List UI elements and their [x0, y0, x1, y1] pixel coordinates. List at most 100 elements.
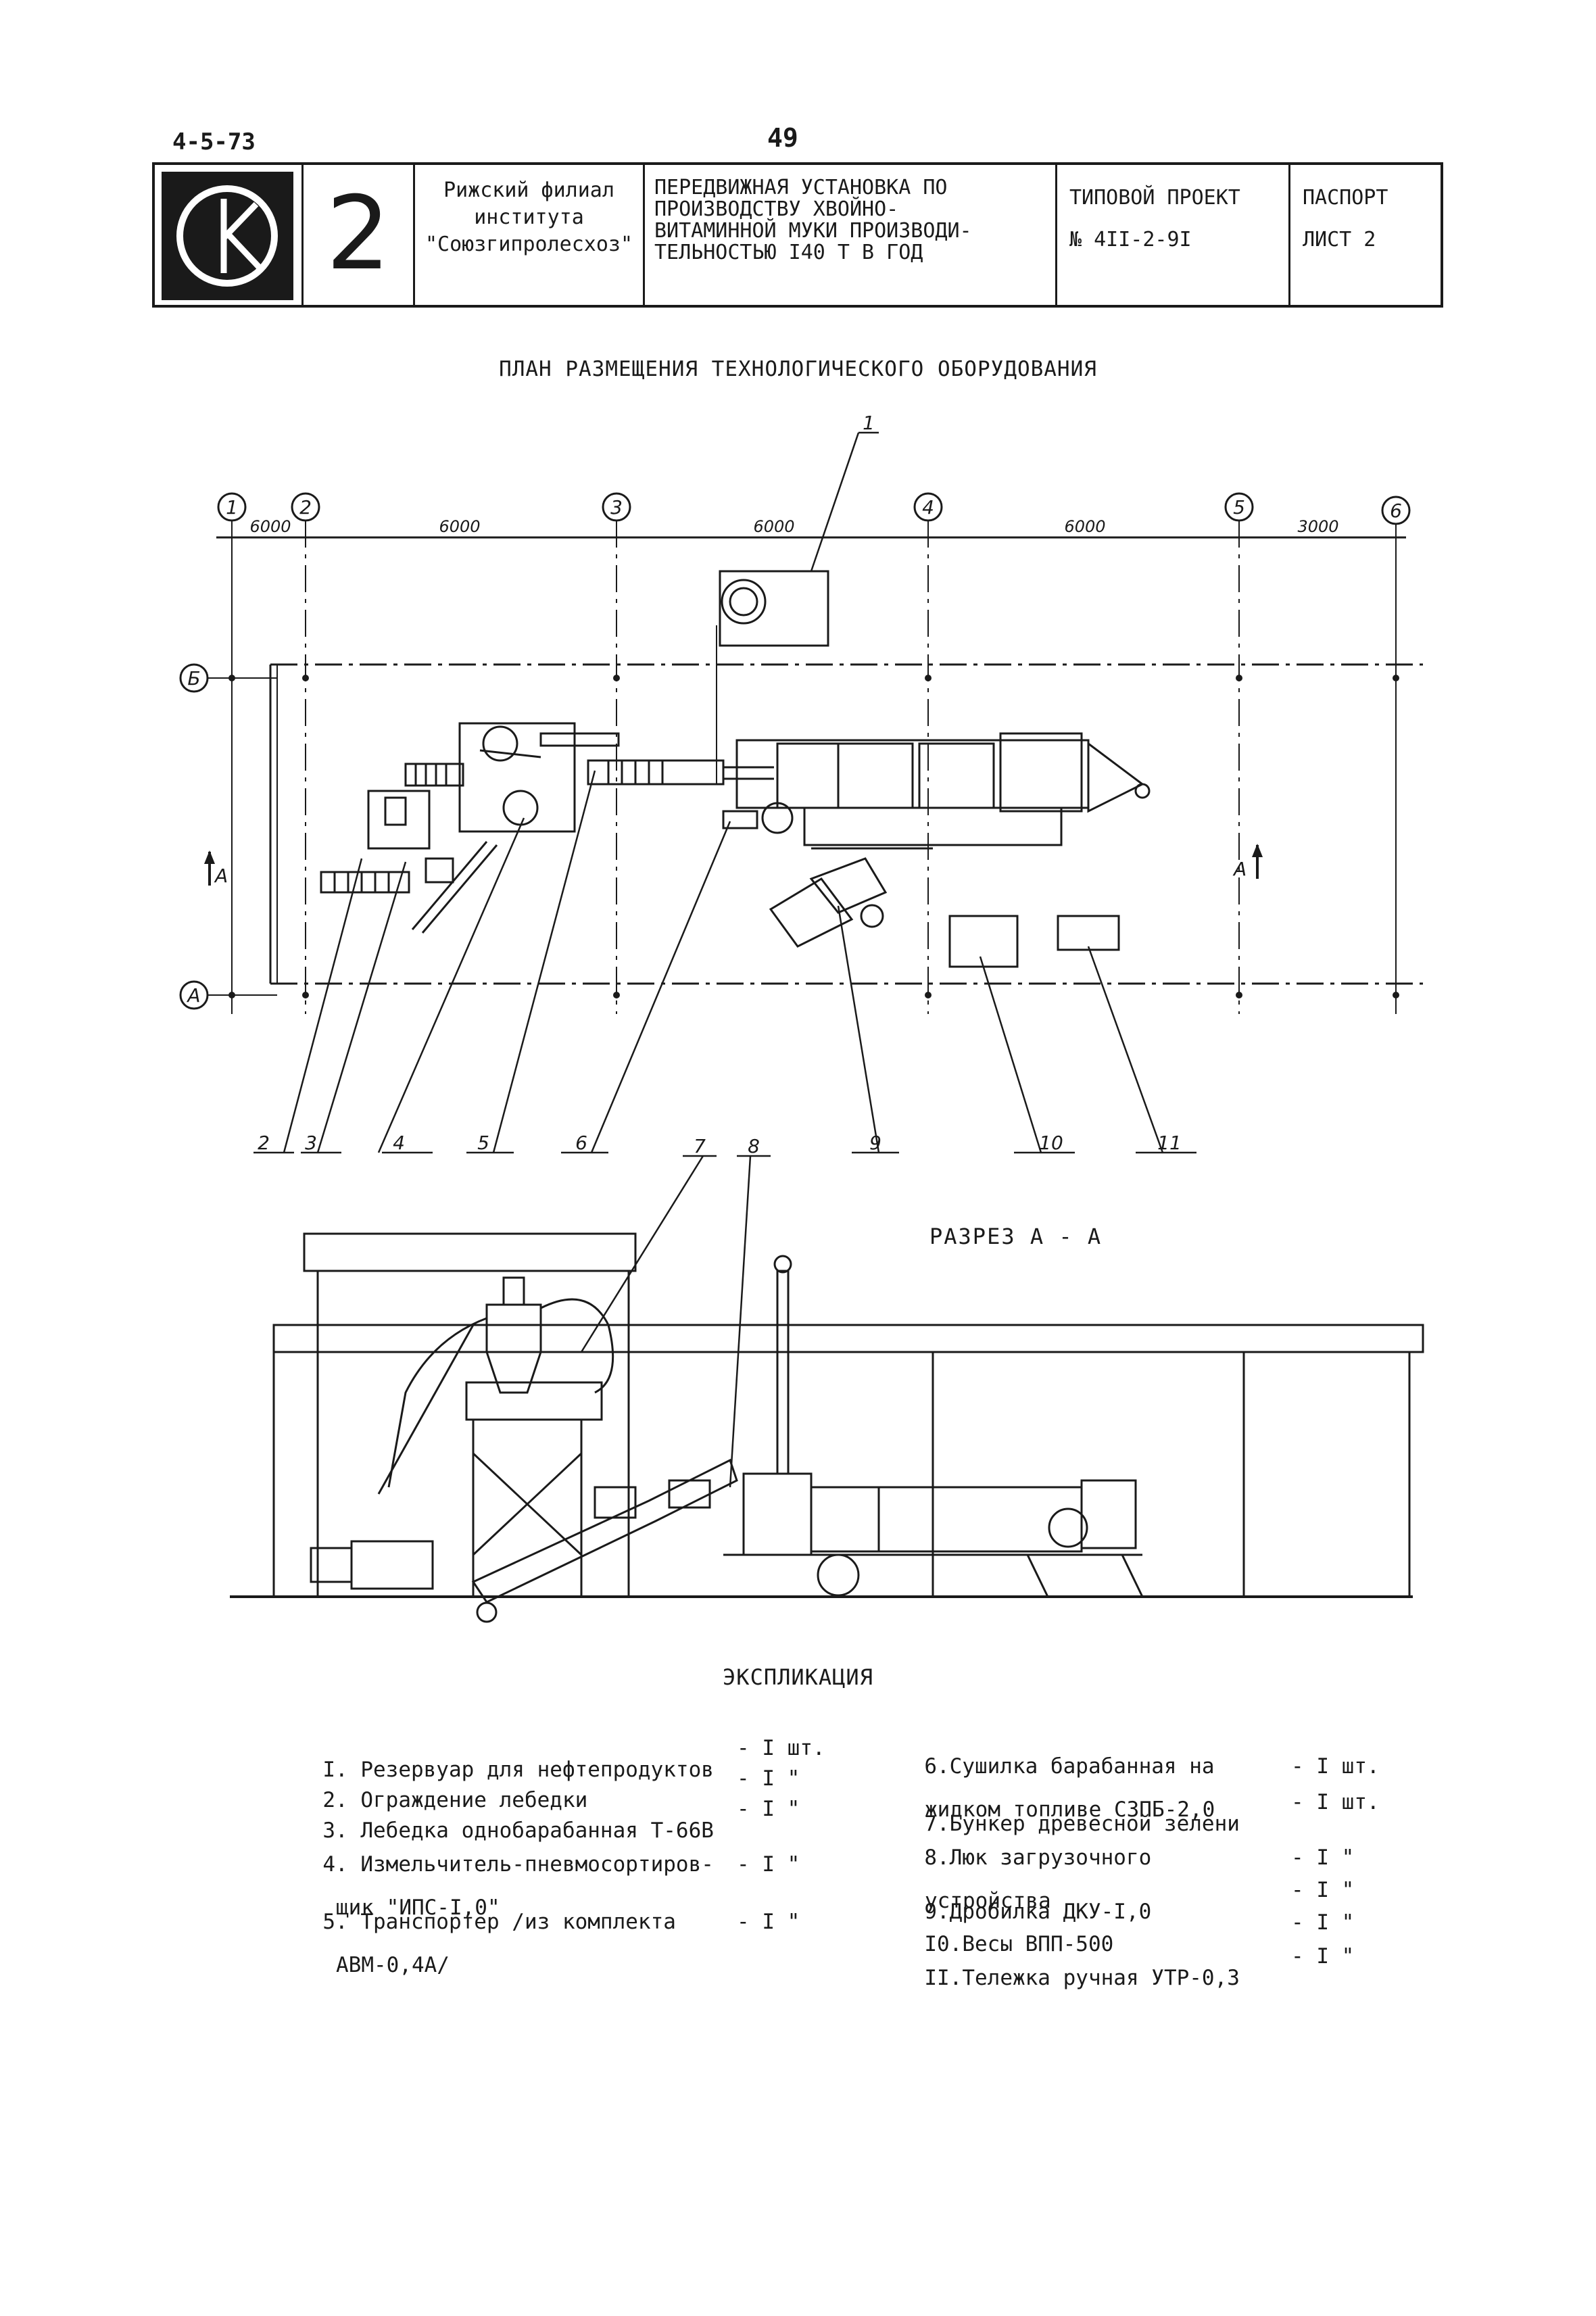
item-qty: - I шт. [737, 1736, 825, 1760]
page-number: 49 [767, 123, 798, 153]
item-text: щик "ИПС-I,0" [336, 1896, 500, 1920]
title-line: ВИТАМИННОЙ МУКИ ПРОИЗВОДИ- [654, 219, 972, 243]
ck-logo-icon [176, 185, 278, 287]
span-dimension: 6000 [439, 517, 480, 536]
organization-line: института [474, 206, 584, 229]
axis-label-x: 5 [1233, 496, 1245, 518]
axis-label-x: 4 [922, 496, 934, 518]
axis-label-x: 1 [226, 496, 238, 518]
title-line: ПРОИЗВОДСТВУ ХВОЙНО- [654, 197, 899, 221]
item-number: I0. [924, 1932, 963, 1956]
section-title: РАЗРЕЗ А - А [929, 1224, 1103, 1249]
item-text: Транспортер /из комплекта [360, 1910, 676, 1934]
axis-markers-top [217, 492, 1411, 525]
explication-item: 7.Бункер древесной зелени - I шт. [899, 1791, 1379, 1856]
span-dimension: 6000 [1064, 517, 1105, 536]
doc-type: ПАСПОРТ [1303, 186, 1388, 210]
item-number: II. [924, 1966, 963, 1990]
passport-cell: ПАСПОРТ ЛИСТ 2 [1290, 165, 1443, 305]
item-text: АВМ-0,4А/ [336, 1953, 450, 1977]
section-mark: А [214, 865, 228, 887]
item-number: 9. [924, 1900, 950, 1924]
title-line: ПЕРЕДВИЖНАЯ УСТАНОВКА ПО [654, 176, 948, 199]
item-text: Измельчитель-пневмосортиров- [360, 1852, 714, 1877]
item-number: 2. [322, 1788, 348, 1812]
item-text: Дробилка ДКУ-I,0 [949, 1900, 1152, 1924]
explication-item: 8.Люк загрузочного устройства - I " [899, 1825, 1354, 1955]
item-text: Ограждение лебедки [360, 1788, 588, 1812]
item-qty: - I " [737, 1797, 800, 1821]
axis-label-y: А [186, 984, 200, 1007]
organization: Рижский филиал института "Союзгипролесхо… [415, 165, 645, 305]
title-line: ТЕЛЬНОСТЬЮ I40 Т В ГОД [654, 241, 923, 264]
document-code: 4-5-73 [172, 128, 256, 155]
item-number: 4. [322, 1852, 348, 1877]
callout-8: 8 [748, 1135, 760, 1157]
explication-item: 6.Сушилка барабанная на жидком топливе С… [899, 1734, 1379, 1864]
item-text: устройства [925, 1889, 1051, 1913]
item-text: Резервуар для нефтепродуктов [360, 1758, 714, 1782]
explication-item: 2. Ограждение лебедки - I " [297, 1768, 800, 1833]
logo [162, 172, 293, 300]
callout-10: 10 [1039, 1132, 1063, 1154]
axis-label-x: 2 [299, 496, 312, 518]
sheet-label: ЛИСТ 2 [1303, 228, 1376, 251]
span-dimension: 3000 [1297, 517, 1338, 536]
project-label: ТИПОВОЙ ПРОЕКТ [1069, 186, 1240, 210]
item-text: Сушилка барабанная на [949, 1754, 1215, 1779]
axis-label-y: Б [187, 667, 200, 690]
section-mark: А [1232, 858, 1247, 880]
item-qty: - I " [1291, 1944, 1355, 1969]
project-cell: ТИПОВОЙ ПРОЕКТ № 4II-2-9I [1057, 165, 1290, 305]
organization-line: Рижский филиал [443, 178, 614, 202]
axis-label-x: 6 [1390, 500, 1402, 522]
callout-5: 5 [477, 1132, 489, 1154]
span-dimension: 6000 [249, 517, 291, 536]
item-number: 7. [924, 1812, 950, 1836]
explication-item: 3. Лебедка однобарабанная Т-66В - I " [297, 1798, 800, 1863]
explication-item: I. Резервуар для нефтепродуктов - I шт. [297, 1737, 825, 1802]
project-number: № 4II-2-9I [1069, 228, 1192, 251]
callout-1: 1 [863, 412, 875, 434]
item-qty: - I " [737, 1910, 800, 1934]
item-qty: - I " [1291, 1910, 1355, 1935]
explication-item: II.Тележка ручная УТР-0,3 - I " [899, 1946, 1354, 2010]
callout-3: 3 [305, 1132, 317, 1154]
item-number: I. [322, 1758, 348, 1782]
item-qty: - I шт. [1291, 1790, 1380, 1814]
item-text: Весы ВПП-500 [962, 1932, 1114, 1956]
callout-2: 2 [258, 1132, 270, 1154]
project-title: ПЕРЕДВИЖНАЯ УСТАНОВКА ПО ПРОИЗВОДСТВУ ХВ… [645, 165, 1057, 305]
item-qty: - I " [737, 1766, 800, 1791]
item-text: Тележка ручная УТР-0,3 [962, 1966, 1240, 1990]
callout-11: 11 [1157, 1132, 1182, 1154]
item-text: Люк загрузочного [949, 1845, 1152, 1870]
axis-label-x: 3 [610, 496, 623, 518]
title-block: 2 Рижский филиал института "Союзгипролес… [152, 162, 1443, 308]
item-text: жидком топливе СЗПБ-2,0 [925, 1798, 1215, 1822]
item-number: 8. [924, 1845, 950, 1870]
item-qty: - I шт. [1291, 1754, 1380, 1779]
callout-7: 7 [694, 1135, 706, 1157]
callout-4: 4 [393, 1132, 405, 1154]
item-number: 5. [322, 1910, 348, 1934]
sheet-mark: 2 [304, 165, 415, 305]
item-text: Бункер древесной зелени [949, 1812, 1240, 1836]
item-number: 6. [924, 1754, 950, 1779]
item-qty: - I " [1291, 1878, 1355, 1902]
explication-item: 5. Транспортер /из комплекта АВМ-0,4А/ -… [297, 1889, 800, 2019]
logo-cell [155, 165, 304, 305]
organization-line: "Союзгипролесхоз" [425, 233, 633, 256]
item-number: 3. [322, 1818, 348, 1843]
item-qty: - I " [737, 1852, 800, 1877]
callout-6: 6 [575, 1132, 587, 1154]
explication-item: 9.Дробилка ДКУ-I,0 - I " [899, 1879, 1354, 1944]
explication-item: I0.Весы ВПП-500 - I " [899, 1912, 1354, 1977]
item-text: Лебедка однобарабанная Т-66В [360, 1818, 714, 1843]
item-qty: - I " [1291, 1845, 1355, 1870]
explication-item: 4. Измельчитель-пневмосортиров- щик "ИПС… [297, 1832, 800, 1962]
explication-title: ЭКСПЛИКАЦИЯ [723, 1664, 873, 1690]
plan-title: ПЛАН РАЗМЕЩЕНИЯ ТЕХНОЛОГИЧЕСКОГО ОБОРУДО… [499, 357, 1097, 381]
callout-9: 9 [869, 1132, 881, 1154]
